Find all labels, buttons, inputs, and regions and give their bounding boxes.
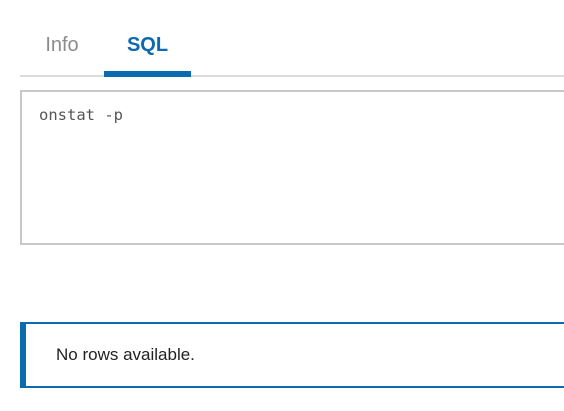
results-notice: No rows available. [20, 322, 564, 388]
tab-info[interactable]: Info [45, 34, 79, 56]
active-tab-indicator [104, 71, 191, 77]
sql-query-text[interactable]: onstat -p [39, 106, 123, 124]
tab-sql[interactable]: SQL [126, 34, 169, 56]
tab-bar: Info SQL [20, 20, 564, 77]
no-rows-message: No rows available. [56, 345, 195, 364]
sql-editor[interactable]: onstat -p [20, 90, 564, 245]
